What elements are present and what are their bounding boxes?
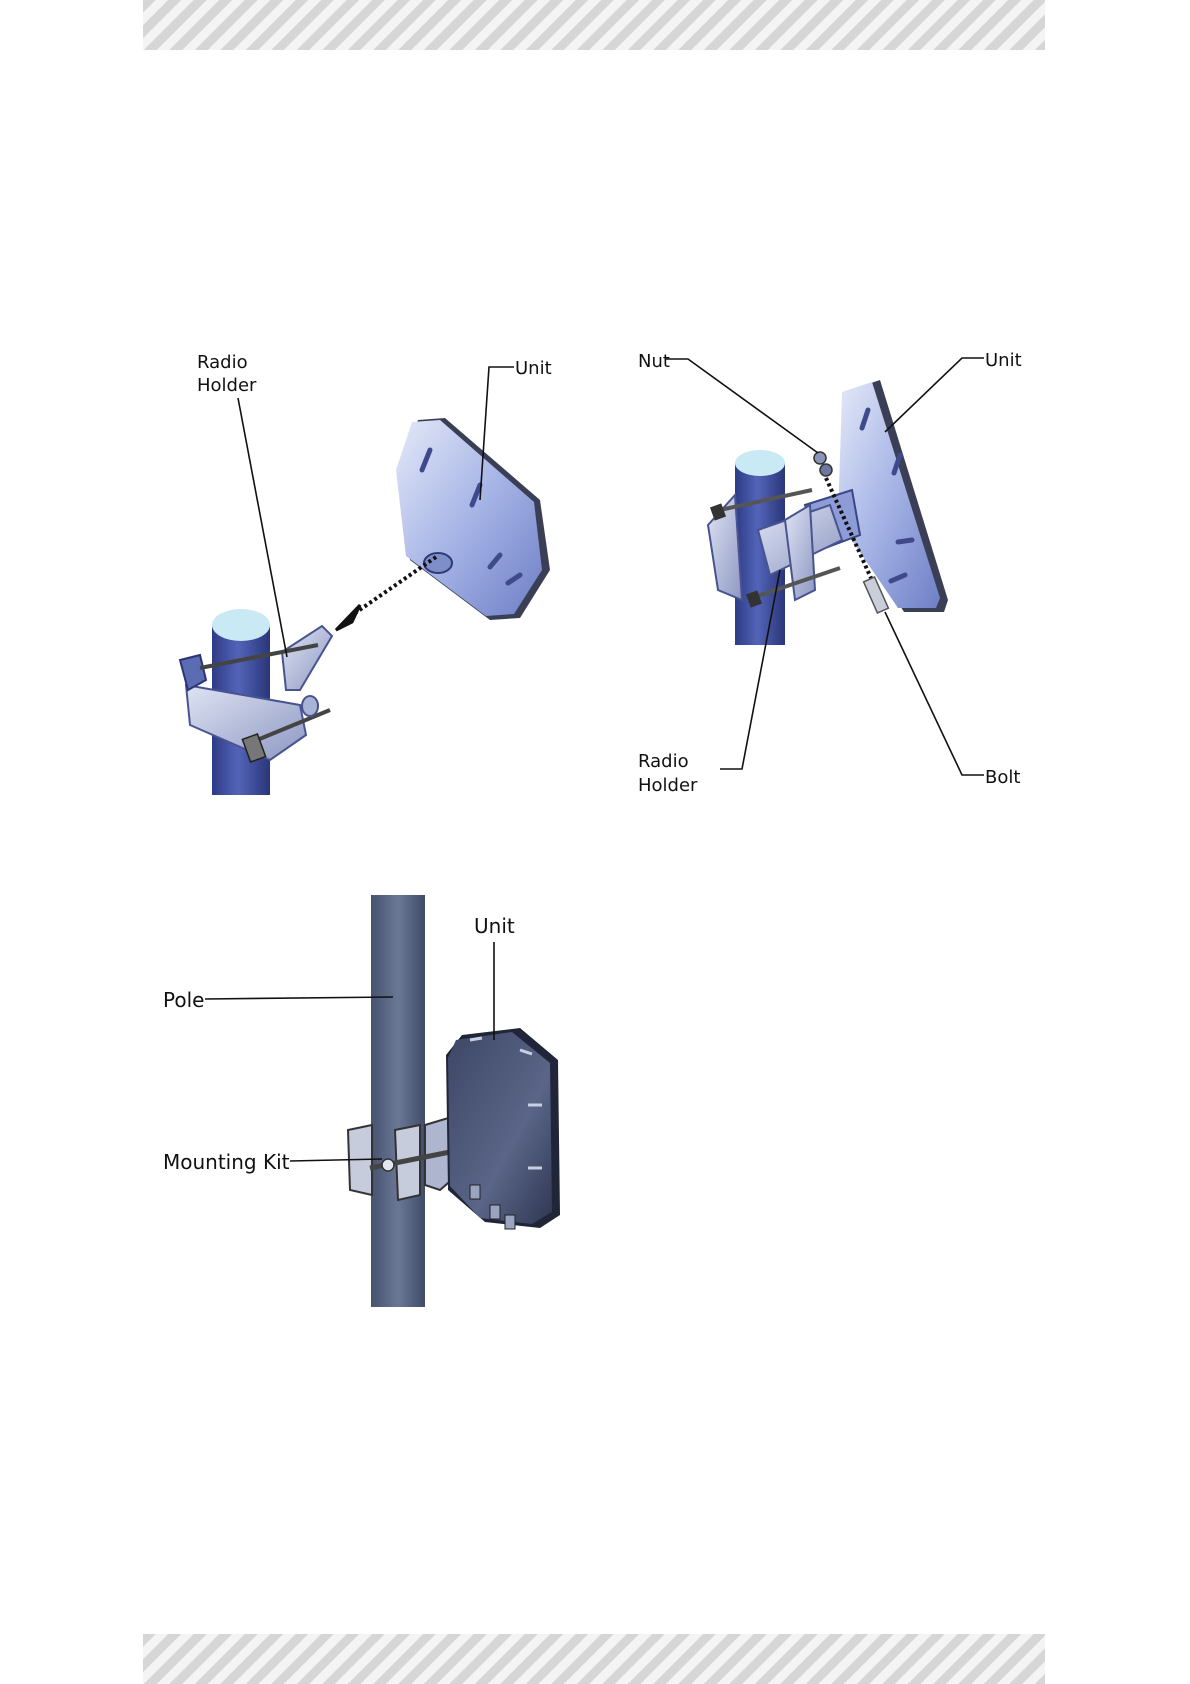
pole-with-radio-holder-2 [708, 450, 842, 645]
figure-2-bolt-unit: Nut Unit Radio Holder Bolt [638, 350, 1022, 796]
unit-device-2 [805, 380, 948, 612]
leader-unit-2 [885, 358, 984, 432]
label-radio-holder2-line1: Radio [638, 751, 689, 772]
label-radio-holder-line1: Radio [197, 352, 248, 373]
unit-device-1 [396, 418, 550, 620]
arrow-head [336, 605, 360, 630]
label-unit-2: Unit [985, 350, 1022, 371]
label-unit-1: Unit [515, 358, 552, 379]
figure-1-attach-unit: Radio Holder Unit [180, 352, 552, 795]
label-mounting-kit: Mounting Kit [163, 1150, 290, 1174]
label-unit-3: Unit [474, 914, 515, 938]
label-radio-holder2-line2: Holder [638, 775, 698, 796]
pole-with-radio-holder-1 [180, 609, 332, 795]
leader-bolt [885, 612, 984, 775]
label-nut: Nut [638, 351, 670, 372]
figure-3-installed-unit: Unit Pole Mounting Kit [163, 895, 560, 1307]
pole [371, 895, 425, 1307]
label-radio-holder-line2: Holder [197, 375, 257, 396]
nut-part [814, 452, 826, 464]
label-pole: Pole [163, 988, 204, 1012]
label-bolt: Bolt [985, 767, 1020, 788]
leader-nut [666, 359, 818, 453]
unit-device-3 [446, 1028, 560, 1229]
washer-part [820, 464, 832, 476]
leader-pole [205, 997, 393, 999]
